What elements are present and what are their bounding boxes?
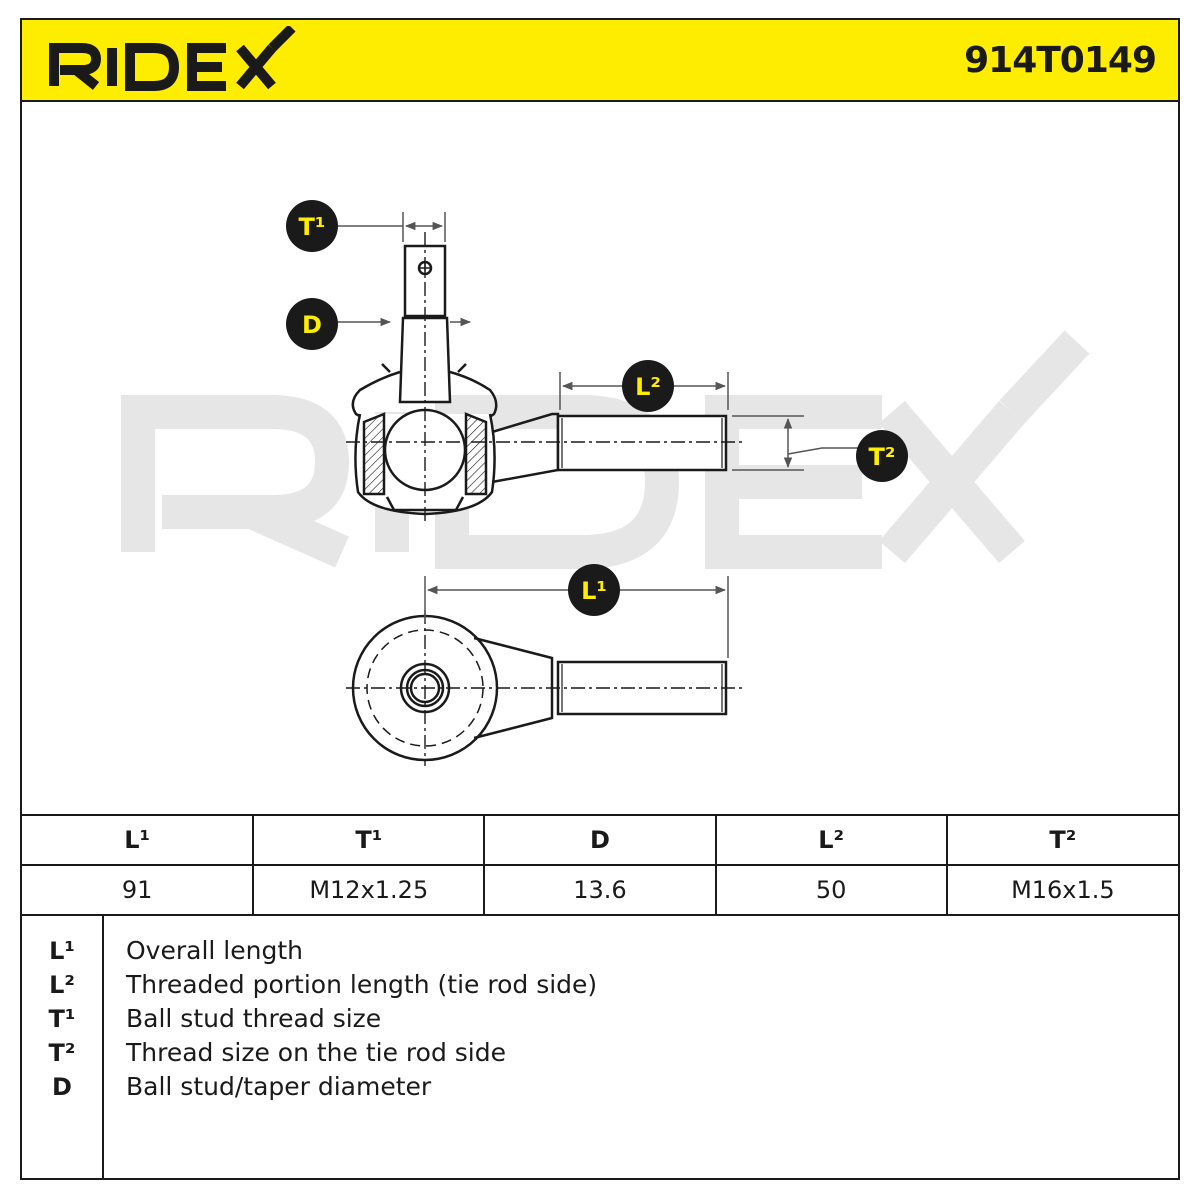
header-bar: 914T0149 xyxy=(22,20,1178,102)
spec-table: L¹ T¹ D L² T² 91 M12x1.25 13.6 50 M16x1.… xyxy=(22,814,1178,916)
spec-header-l2: L² xyxy=(714,814,948,866)
legend-divider xyxy=(102,916,104,1180)
legend: L¹ Overall length L² Threaded portion le… xyxy=(22,916,1178,1180)
legend-key: L¹ xyxy=(49,937,75,965)
legend-key: D xyxy=(52,1073,72,1101)
spec-header-t1: T¹ xyxy=(252,814,486,866)
legend-key: T¹ xyxy=(48,1005,76,1033)
legend-text: Ball stud thread size xyxy=(126,1004,382,1033)
svg-text:L²: L² xyxy=(635,373,661,401)
spec-value-t2: M16x1.5 xyxy=(945,864,1178,916)
svg-text:T¹: T¹ xyxy=(299,213,326,241)
legend-text: Threaded portion length (tie rod side) xyxy=(126,970,598,999)
spec-header-d: D xyxy=(483,814,717,866)
datasheet-frame: 914T0149 xyxy=(20,18,1180,1180)
spec-header-t2: T² xyxy=(945,814,1178,866)
spec-header-l1: L¹ xyxy=(22,814,255,866)
label-l1: L¹ xyxy=(568,564,620,616)
spec-value-l2: 50 xyxy=(714,864,948,916)
spec-header-row: L¹ T¹ D L² T² xyxy=(22,814,1178,866)
ridex-logo xyxy=(49,26,296,91)
spec-value-row: 91 M12x1.25 13.6 50 M16x1.5 xyxy=(22,864,1178,916)
legend-text: Thread size on the tie rod side xyxy=(126,1038,506,1067)
label-l2: L² xyxy=(622,360,674,412)
spec-value-d: 13.6 xyxy=(483,864,717,916)
tie-rod-end-plan-view xyxy=(346,610,746,766)
spec-value-t1: M12x1.25 xyxy=(252,864,486,916)
part-number: 914T0149 xyxy=(964,40,1157,81)
label-t1: T¹ xyxy=(286,200,338,252)
legend-item: T² Thread size on the tie rod side xyxy=(22,1036,1178,1070)
legend-item: L¹ Overall length xyxy=(22,934,1178,968)
label-d: D xyxy=(286,298,338,350)
tie-rod-end-side-view xyxy=(346,232,744,522)
legend-text: Ball stud/taper diameter xyxy=(126,1072,432,1101)
legend-item: L² Threaded portion length (tie rod side… xyxy=(22,968,1178,1002)
legend-item: D Ball stud/taper diameter xyxy=(22,1070,1178,1104)
label-t2: T² xyxy=(856,430,908,482)
legend-item: T¹ Ball stud thread size xyxy=(22,1002,1178,1036)
legend-key: L² xyxy=(49,971,75,999)
technical-drawing: T¹ D L² T² L¹ xyxy=(121,200,1090,766)
svg-text:L¹: L¹ xyxy=(581,577,607,605)
legend-text: Overall length xyxy=(126,936,303,965)
spec-value-l1: 91 xyxy=(22,864,255,916)
svg-text:D: D xyxy=(302,311,322,339)
svg-text:T²: T² xyxy=(869,443,896,471)
legend-key: T² xyxy=(48,1039,76,1067)
